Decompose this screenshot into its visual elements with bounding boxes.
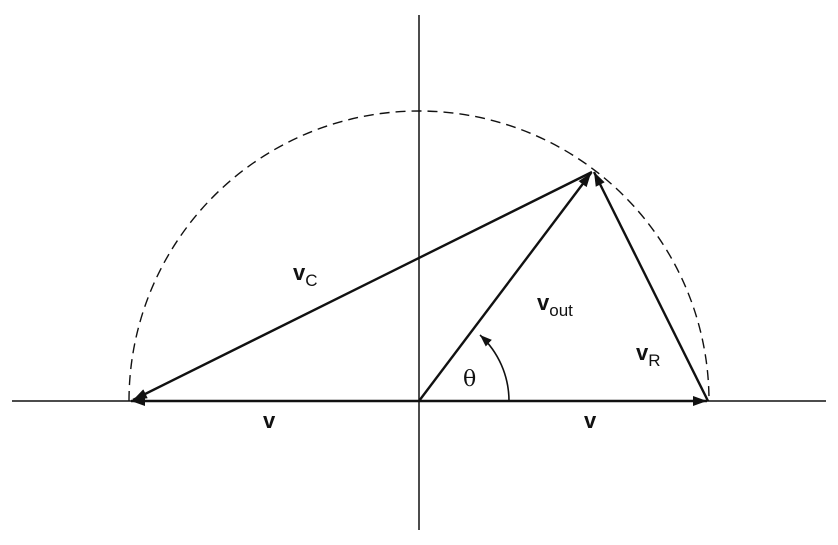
label-v-out: vout — [537, 290, 573, 320]
label-v-left: v — [263, 408, 276, 433]
label-v-r: vR — [636, 340, 661, 370]
angle-arc — [479, 334, 510, 402]
vector-v-r — [592, 171, 710, 402]
label-v-right: v — [584, 408, 597, 433]
label-theta: θ — [463, 367, 477, 392]
vector-v-out — [418, 172, 592, 402]
dashed-semicircle — [128, 110, 710, 402]
label-v-c: vC — [293, 260, 318, 290]
vector-v-c — [132, 170, 593, 402]
